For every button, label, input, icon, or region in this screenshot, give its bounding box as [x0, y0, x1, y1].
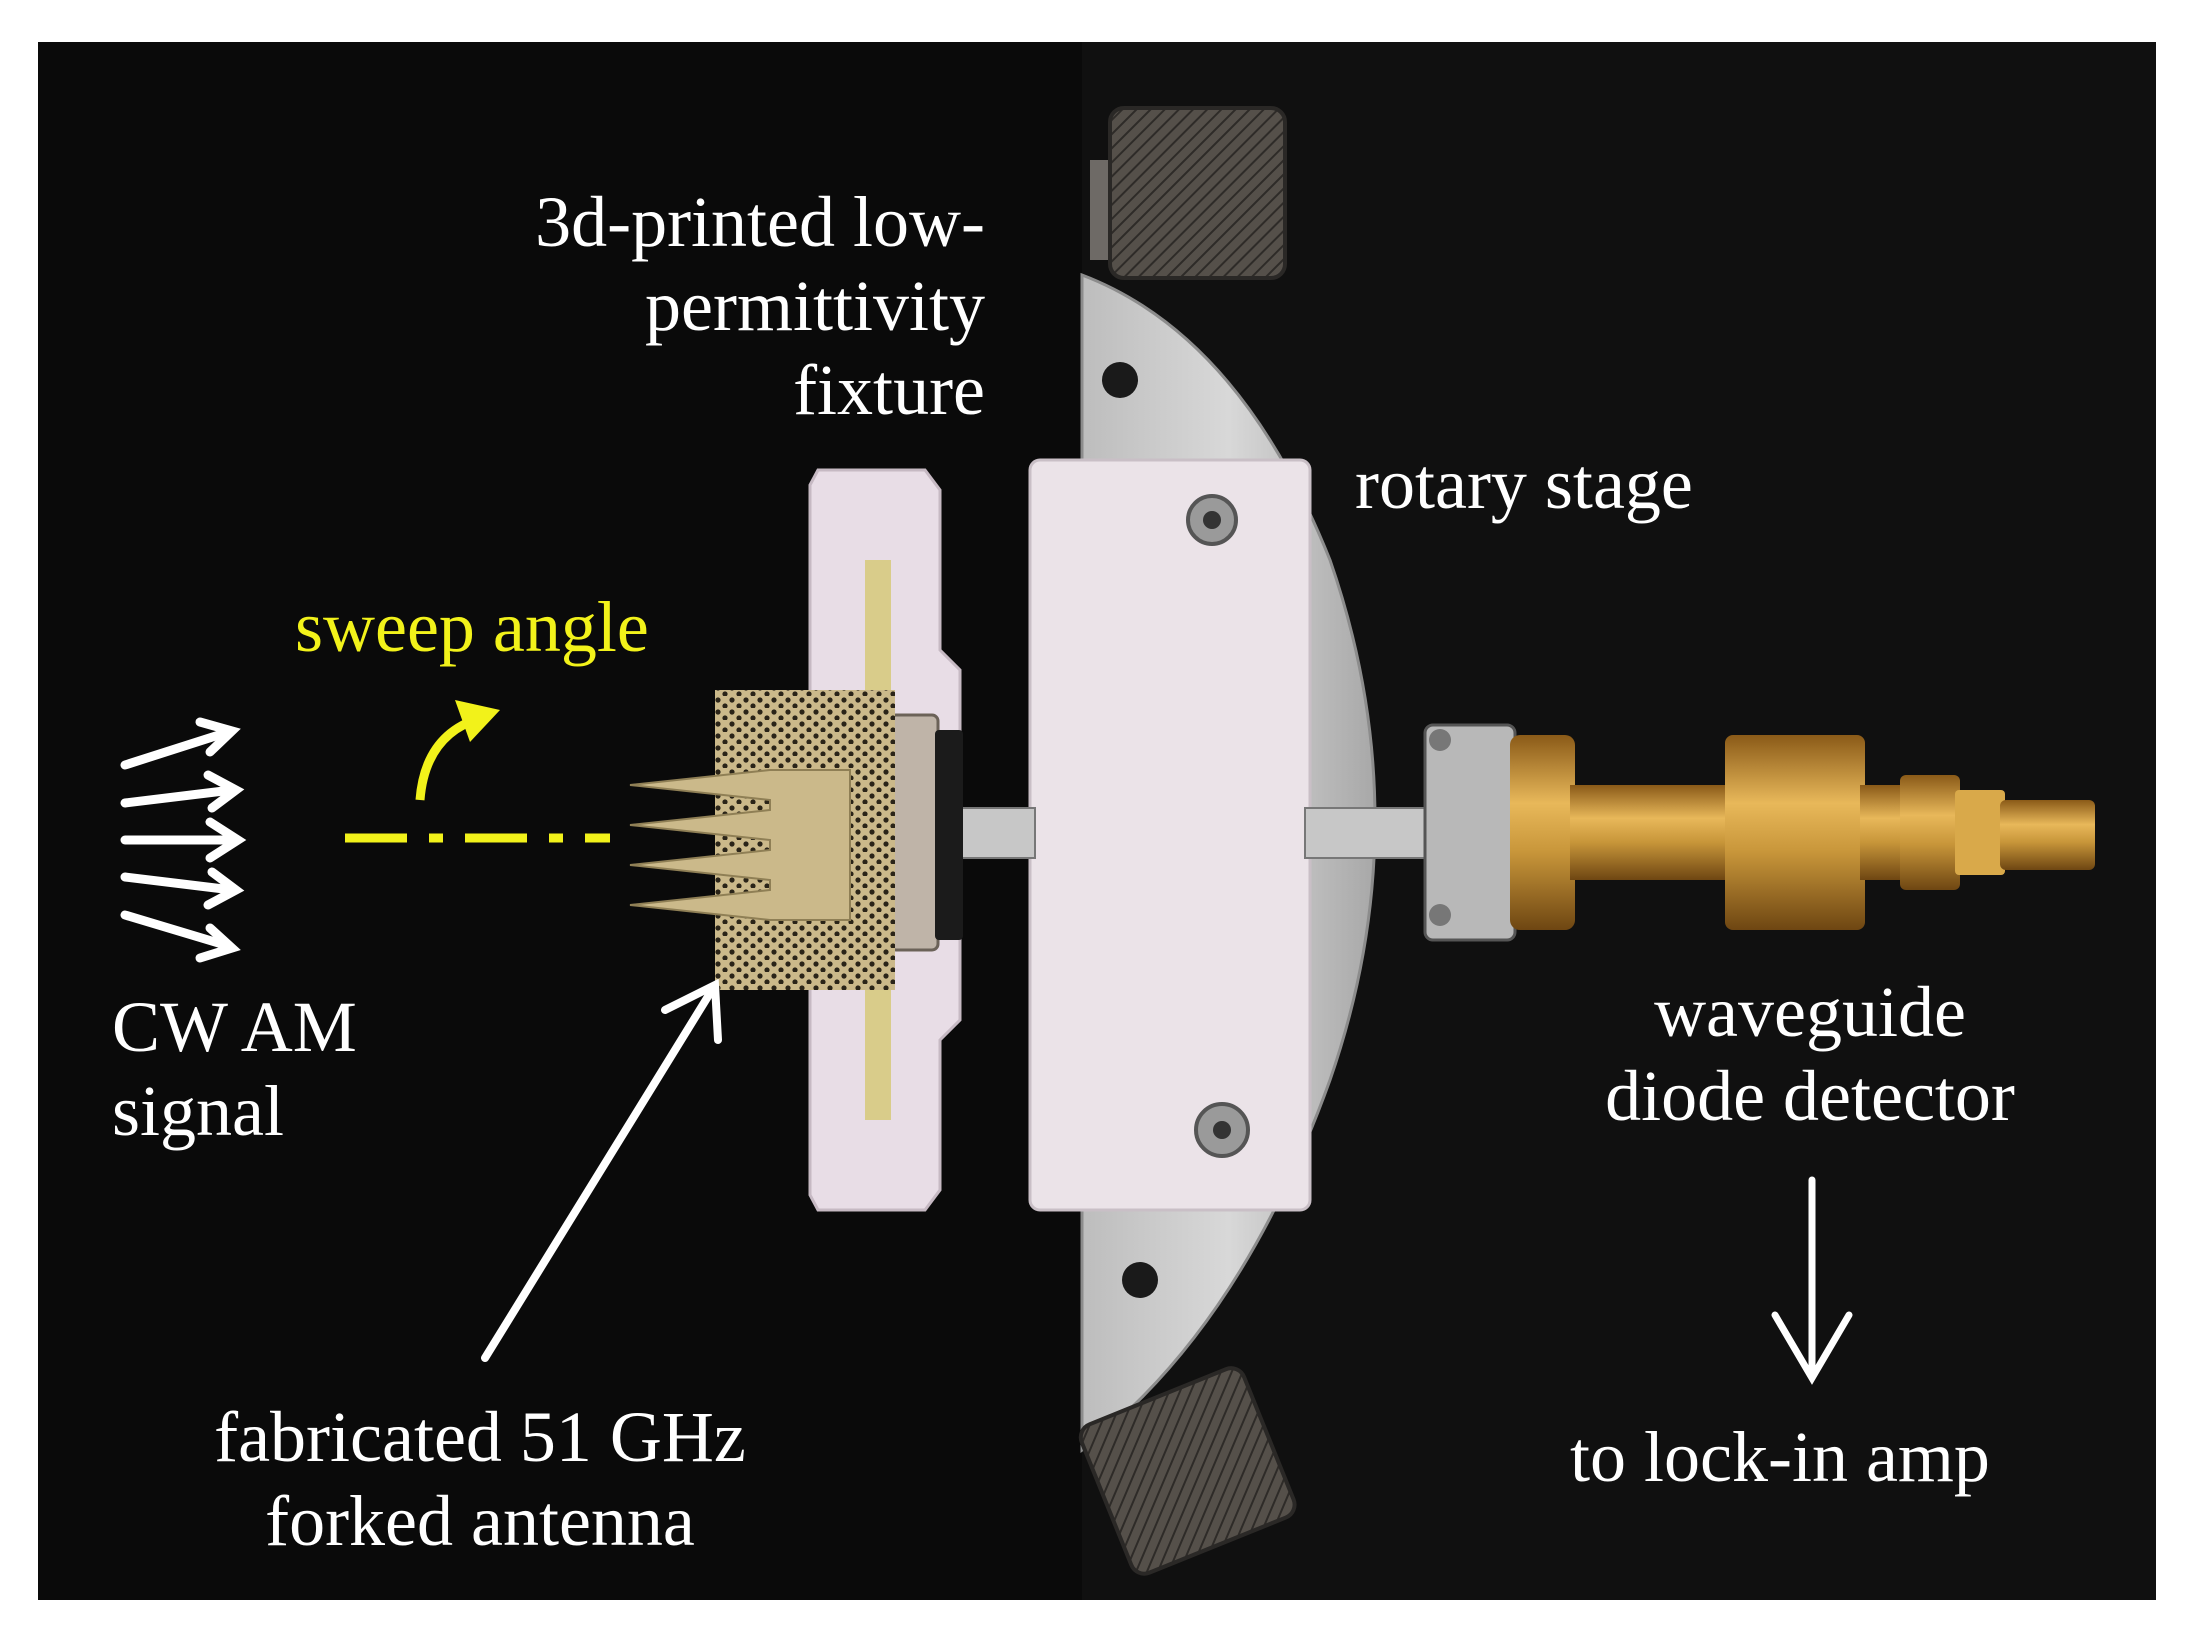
stage-hole-top [1102, 362, 1138, 398]
wave-arrow-4 [120, 872, 237, 895]
label-signal-line-1: CW AM [112, 987, 357, 1067]
label-fixture-line-1: 3d-printed low- [535, 182, 985, 262]
label-antenna-line-1: fabricated 51 GHz [214, 1397, 746, 1477]
wave-arrow-5 [120, 910, 230, 950]
wave-arrowhead-2 [203, 770, 245, 813]
incident-wave-arrows [120, 717, 247, 963]
mount-screw-top-center [1203, 511, 1221, 529]
wave-arrowhead-4 [203, 867, 245, 910]
knob-top [1090, 106, 1287, 280]
wave-arrowhead-1 [195, 717, 241, 757]
lockin-down-arrow [1771, 1176, 1853, 1385]
mount-block [1028, 458, 1312, 1212]
label-antenna-line-2: forked antenna [265, 1481, 695, 1561]
antenna-callout-arrow [481, 978, 722, 1362]
sweep-angle-arrowhead [455, 700, 500, 742]
antenna-fork [629, 769, 851, 921]
diode-detector [1423, 723, 2095, 942]
stage-hole-bottom [1122, 1262, 1158, 1298]
wave-arrowhead-3 [205, 817, 247, 863]
label-fixture: 3d-printed low- permittivity fixture [430, 180, 985, 432]
fixture-black-pad [935, 730, 963, 940]
label-detector-line-1: waveguide [1654, 972, 1966, 1052]
wave-arrow-2 [120, 785, 237, 808]
label-sweep-angle: sweep angle [295, 587, 649, 667]
mount-screw-bottom-center [1213, 1121, 1231, 1139]
label-lockin: to lock-in amp [1570, 1417, 1990, 1497]
label-detector: waveguide diode detector [1520, 970, 2100, 1138]
wave-arrow-1 [120, 728, 230, 770]
waveguide-arm-right [1304, 807, 1436, 859]
label-signal-line-2: signal [112, 1071, 284, 1151]
label-rotary-stage: rotary stage [1355, 444, 1693, 524]
label-fixture-line-3: fixture [793, 350, 985, 430]
knob-bottom [1078, 1366, 1297, 1576]
wave-arrowhead-5 [195, 923, 241, 963]
label-fixture-line-2: permittivity [645, 266, 985, 346]
label-antenna: fabricated 51 GHz forked antenna [150, 1395, 810, 1563]
fixture-clamp-block [888, 713, 940, 952]
label-signal: CW AM signal [112, 985, 357, 1153]
label-detector-line-2: diode detector [1605, 1056, 2015, 1136]
